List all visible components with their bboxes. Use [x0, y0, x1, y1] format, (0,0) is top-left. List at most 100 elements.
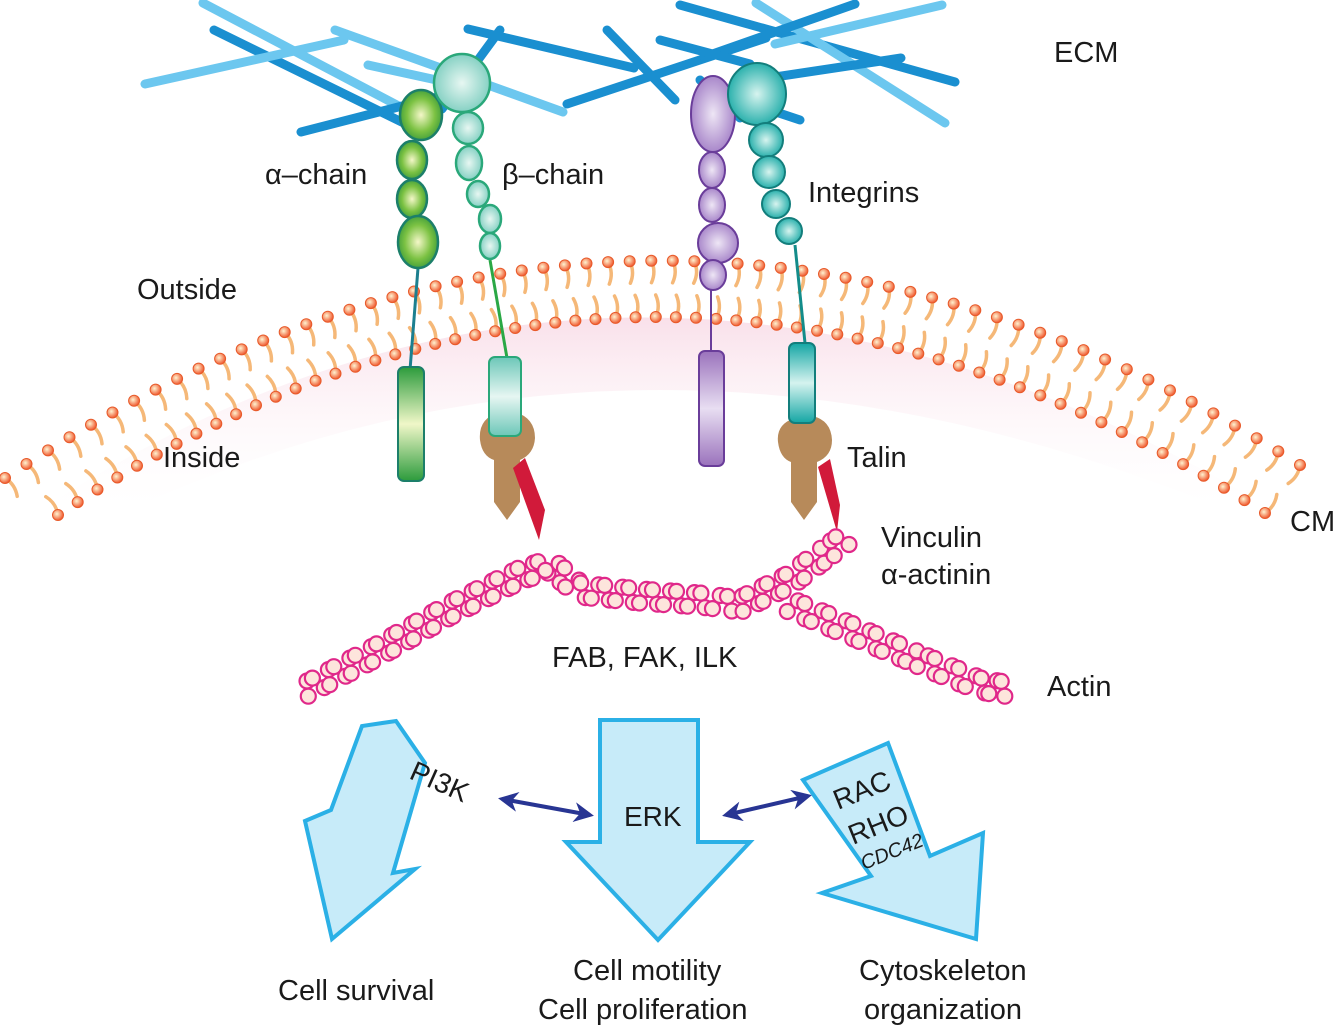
- integrin-pair-right: [690, 62, 840, 532]
- label-alpha-chain: α–chain: [265, 159, 367, 191]
- lipid-head: [1095, 416, 1108, 429]
- lipid-head: [369, 354, 382, 367]
- lipid-head: [149, 383, 162, 396]
- actin-bead: [342, 664, 360, 682]
- lipid-head: [1177, 458, 1190, 471]
- lipid-head: [1013, 381, 1026, 394]
- lipid-head: [469, 329, 482, 341]
- actin-bead: [667, 582, 686, 601]
- actin-bead: [956, 677, 974, 696]
- actin-bead: [932, 667, 950, 686]
- lipid-head: [1034, 326, 1047, 339]
- actin-bead: [980, 684, 998, 703]
- actin-bead: [950, 659, 968, 678]
- actin-bead: [678, 597, 697, 615]
- actin-bead: [582, 589, 600, 607]
- lipid-head: [952, 359, 965, 372]
- lipid-head: [494, 267, 507, 280]
- actin-bead: [346, 646, 364, 664]
- actin-bead: [890, 634, 909, 653]
- actin-bead: [384, 641, 403, 660]
- lipid-head: [1272, 445, 1285, 458]
- lipid-head: [1055, 335, 1068, 348]
- actin-bead: [387, 623, 406, 642]
- lipid-head: [669, 311, 682, 324]
- actin-bead: [325, 658, 343, 676]
- lipid-head: [629, 311, 642, 324]
- actin-bead: [509, 559, 527, 578]
- actin-bead: [718, 587, 737, 606]
- ecm-fiber: [198, 0, 417, 118]
- lipid-head: [1012, 318, 1025, 331]
- lipid-head: [770, 318, 783, 331]
- vinculin-left: [513, 458, 545, 540]
- cell-membrane: [0, 254, 1306, 521]
- actin-bead: [734, 602, 752, 620]
- lipid-head: [993, 373, 1006, 386]
- label-inside: Inside: [163, 442, 240, 474]
- lipid-head: [753, 259, 766, 272]
- beta-chain-domains: [432, 52, 503, 261]
- actin-bead: [620, 579, 638, 597]
- actin-bead: [795, 569, 813, 587]
- lipid-head: [811, 324, 824, 337]
- label-beta-chain: β–chain: [502, 159, 604, 191]
- actin-bead: [754, 592, 772, 610]
- purple-chain-domains: [690, 75, 739, 291]
- lipid-head: [235, 343, 248, 356]
- actin-bead: [643, 581, 662, 599]
- lipid-head: [509, 322, 522, 334]
- lipid-head: [589, 313, 602, 326]
- label-vinculin: Vinculin: [881, 522, 982, 554]
- ecm-fiber: [770, 0, 947, 49]
- alpha-chain-domains: [395, 88, 444, 270]
- actin-bead: [596, 576, 614, 595]
- lipid-head: [230, 408, 243, 421]
- actin-bead: [778, 602, 796, 621]
- lipid-head: [289, 382, 302, 395]
- lipid-head: [710, 312, 723, 325]
- actin-bead: [606, 591, 624, 610]
- lipid-head: [932, 353, 945, 366]
- lipid-head: [904, 285, 917, 298]
- lipid-head: [449, 333, 462, 346]
- lipid-head: [257, 334, 270, 347]
- lipid-head: [1229, 419, 1241, 432]
- actin-bead: [703, 599, 722, 618]
- lipid-head: [300, 318, 313, 331]
- lipid-head: [214, 352, 227, 365]
- actin-bead: [758, 575, 776, 593]
- lipid-head: [537, 261, 550, 274]
- actin-bead: [774, 582, 792, 600]
- lipid-head: [1034, 389, 1047, 402]
- lipid-head: [1156, 447, 1169, 459]
- actin-bead: [299, 687, 317, 705]
- lipid-head: [645, 254, 658, 267]
- pi3k-erk-double-arrow: [498, 792, 594, 822]
- lipid-head: [63, 431, 76, 444]
- lipid-head: [85, 418, 97, 431]
- lipid-head: [321, 310, 334, 323]
- outcome-cell-motility: Cell motility: [573, 955, 722, 987]
- lipid-head: [91, 483, 104, 496]
- lipid-head: [1077, 344, 1090, 357]
- lipid-head: [429, 280, 442, 293]
- lipid-head: [892, 342, 905, 355]
- actin-bead: [555, 559, 574, 577]
- lipid-head: [171, 372, 184, 385]
- lipid-head: [309, 374, 322, 387]
- lipid-head: [111, 471, 124, 484]
- lipid-head: [192, 362, 205, 375]
- actin-bead: [844, 614, 862, 633]
- lipid-head: [731, 257, 744, 270]
- actin-bead: [796, 594, 814, 613]
- pi3k-block-arrow: [302, 718, 428, 943]
- actin-bead: [992, 672, 1010, 691]
- lipid-head: [861, 276, 874, 288]
- lipid-head: [818, 268, 830, 280]
- lipid-head: [1250, 432, 1263, 445]
- actin-bead: [488, 570, 506, 588]
- actin-bead: [654, 595, 673, 614]
- actin-bead: [908, 657, 926, 676]
